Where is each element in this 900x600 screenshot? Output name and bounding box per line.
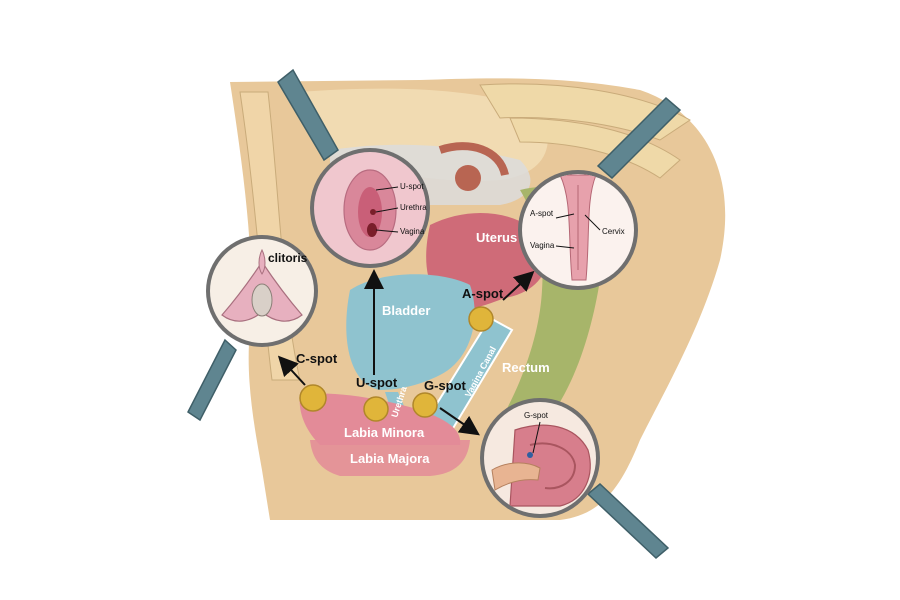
labia-minora-label: Labia Minora	[344, 425, 425, 440]
a-spot-label: A-spot	[462, 286, 504, 301]
clitoris-title: clitoris	[268, 251, 308, 265]
cervix-a-spot-label: A-spot	[530, 209, 554, 218]
c-spot-label: C-spot	[296, 351, 338, 366]
uterus-label: Uterus	[476, 230, 517, 245]
magnifier-handle	[187, 338, 237, 422]
labia-majora-label: Labia Majora	[350, 451, 430, 466]
c-spot-marker	[299, 384, 327, 412]
bladder-shape	[346, 274, 475, 390]
magnifier-vulva: U-spot Urethra Vagina	[277, 68, 430, 268]
arrow-a-spot	[502, 270, 535, 301]
labia-majora-shape	[310, 440, 470, 476]
rectum-label: Rectum	[502, 360, 550, 375]
u-spot-label: U-spot	[356, 375, 398, 390]
magnifier-clitoris: clitoris	[187, 235, 318, 422]
magnifier-cervix: A-spot Vagina Cervix	[518, 96, 682, 290]
u-spot-marker	[363, 396, 389, 422]
magnifier-handle	[586, 482, 670, 560]
bladder-label: Bladder	[382, 303, 430, 318]
vulva-urethra-label: Urethra	[400, 203, 427, 212]
magnifier-g-spot-detail: G-spot	[480, 398, 670, 560]
g-spot-marker	[412, 392, 438, 418]
cervix-cervix-label: Cervix	[602, 227, 625, 236]
vulva-u-spot-label: U-spot	[400, 182, 424, 191]
arrow-c-spot	[277, 355, 306, 386]
a-spot-marker	[468, 306, 494, 332]
g-spot-detail-label: G-spot	[524, 411, 549, 420]
magnifier-handle	[277, 68, 339, 162]
cervix-vagina-label: Vagina	[530, 241, 555, 250]
vulva-vagina-label: Vagina	[400, 227, 425, 236]
g-spot-label: G-spot	[424, 378, 467, 393]
arrow-g-spot	[439, 407, 480, 436]
magnifier-handle	[596, 96, 682, 180]
